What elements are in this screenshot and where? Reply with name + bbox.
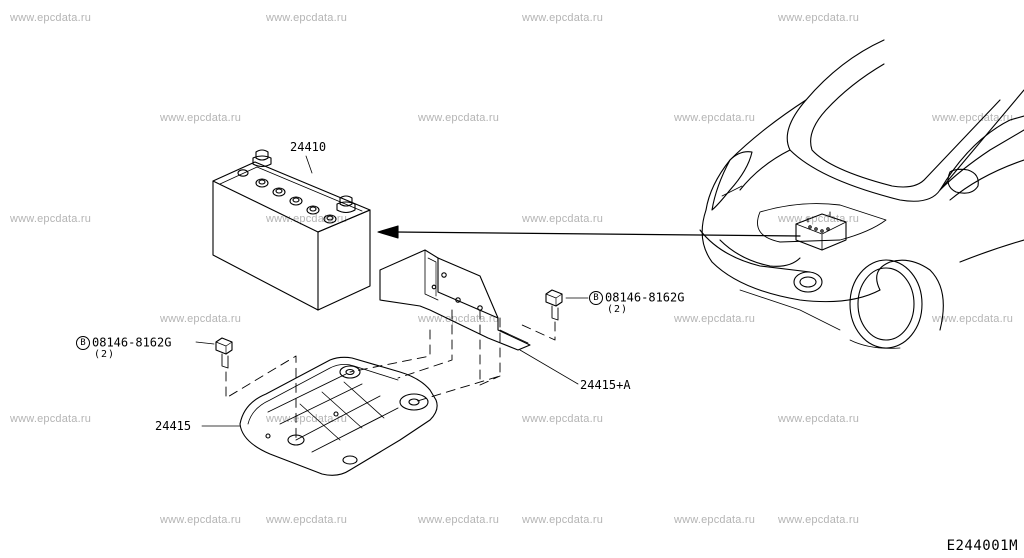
watermark-text: www.epcdata.ru (522, 413, 604, 425)
watermark-text: www.epcdata.ru (266, 413, 348, 425)
assembly-lines (225, 309, 556, 441)
diagram-code: E244001M (946, 538, 1018, 554)
watermark-text: www.epcdata.ru (160, 313, 242, 325)
watermark-text: www.epcdata.ru (522, 514, 604, 526)
part-label-bracket: 24415+A (580, 378, 631, 392)
watermark-text: www.epcdata.ru (266, 514, 348, 526)
watermark-text: www.epcdata.ru (160, 514, 242, 526)
bolt-left-drawing (195, 337, 233, 369)
bolt-right-drawing (545, 289, 589, 321)
watermark-text: www.epcdata.ru (778, 514, 860, 526)
watermark-text: www.epcdata.ru (932, 313, 1014, 325)
bolt-badge-right: B (589, 291, 603, 305)
watermark-text: www.epcdata.ru (266, 12, 348, 24)
watermark-text: www.epcdata.ru (674, 514, 756, 526)
watermark-text: www.epcdata.ru (778, 213, 860, 225)
vehicle-drawing (699, 39, 1024, 349)
bracket-drawing (379, 249, 579, 385)
watermark-text: www.epcdata.ru (418, 313, 500, 325)
bolt-number-right: 08146-8162G (605, 290, 685, 305)
battery-drawing (212, 149, 371, 311)
frame-drawing (201, 356, 438, 476)
watermark-text: www.epcdata.ru (10, 413, 92, 425)
part-label-frame: 24415 (155, 419, 192, 433)
watermark-text: www.epcdata.ru (932, 112, 1014, 124)
bolt-qty-right: (2) (607, 304, 629, 315)
watermark-text: www.epcdata.ru (674, 313, 756, 325)
watermark-text: www.epcdata.ru (674, 112, 756, 124)
watermark-text: www.epcdata.ru (10, 213, 92, 225)
watermark-text: www.epcdata.ru (160, 112, 242, 124)
bolt-badge-left: B (76, 336, 90, 350)
watermark-text: www.epcdata.ru (418, 514, 500, 526)
watermark-text: www.epcdata.ru (778, 12, 860, 24)
watermark-text: www.epcdata.ru (10, 12, 92, 24)
watermark-text: www.epcdata.ru (522, 213, 604, 225)
location-arrow (377, 225, 801, 239)
watermark-text: www.epcdata.ru (778, 413, 860, 425)
bolt-number-left: 08146-8162G (92, 335, 172, 350)
watermark-text: www.epcdata.ru (418, 112, 500, 124)
part-label-battery: 24410 (290, 140, 327, 154)
bolt-qty-left: (2) (94, 349, 116, 360)
watermark-text: www.epcdata.ru (522, 12, 604, 24)
